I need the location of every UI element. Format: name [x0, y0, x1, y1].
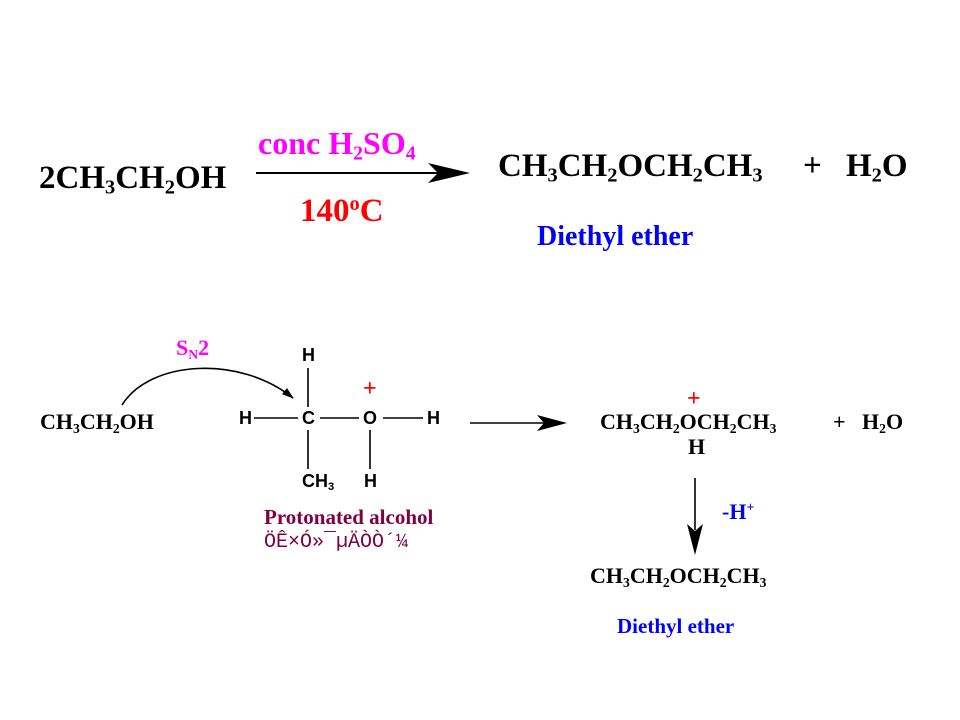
atom-h-left: H: [239, 408, 252, 428]
curved-attack-arrow: [121, 367, 294, 406]
oxonium-charge: +: [687, 386, 701, 412]
deprotonation-label: -H+: [722, 499, 755, 524]
sn2-label: SN2: [176, 335, 210, 362]
garbled-label: ÖÊ×Ó»¯µÄÒÒ´¼: [264, 531, 409, 554]
atom-h-top: H: [302, 345, 315, 365]
protonated-alcohol-label: Protonated alcohol: [264, 505, 434, 529]
nucleophile-ethanol: CH3CH2OH: [40, 409, 154, 436]
final-diethyl-ether: CH3CH2OCH2CH3: [590, 563, 767, 590]
plus-sign: +: [803, 148, 822, 184]
water-product: H2O: [846, 148, 908, 187]
mechanism-plus-sign: +: [833, 409, 846, 434]
main-arrow-head: [428, 163, 470, 183]
final-product-name: Diethyl ether: [617, 614, 735, 638]
mechanism-arrow-head: [537, 415, 567, 431]
deprotonation-arrow-head: [687, 524, 703, 555]
oxonium-h: H: [688, 434, 706, 459]
mechanism-water: H2O: [862, 409, 904, 436]
product-name-label: Diethyl ether: [537, 221, 694, 252]
atom-oxygen: O: [363, 408, 378, 428]
reagent-h2so4: conc H2SO4: [258, 125, 416, 165]
atom-carbon: C: [302, 408, 315, 428]
group-ch3: CH3: [302, 471, 335, 494]
positive-charge: +: [363, 376, 377, 402]
atom-h-bottom: H: [364, 471, 377, 491]
condition-temperature: 140oC: [300, 192, 384, 229]
reactant-ethanol: 2CH3CH2OH: [39, 160, 227, 199]
oxonium-ion: CH3CH2OCH2CH3: [600, 409, 777, 436]
atom-h-right: H: [427, 408, 440, 428]
product-diethyl-ether: CH3CH2OCH2CH3: [498, 148, 763, 187]
